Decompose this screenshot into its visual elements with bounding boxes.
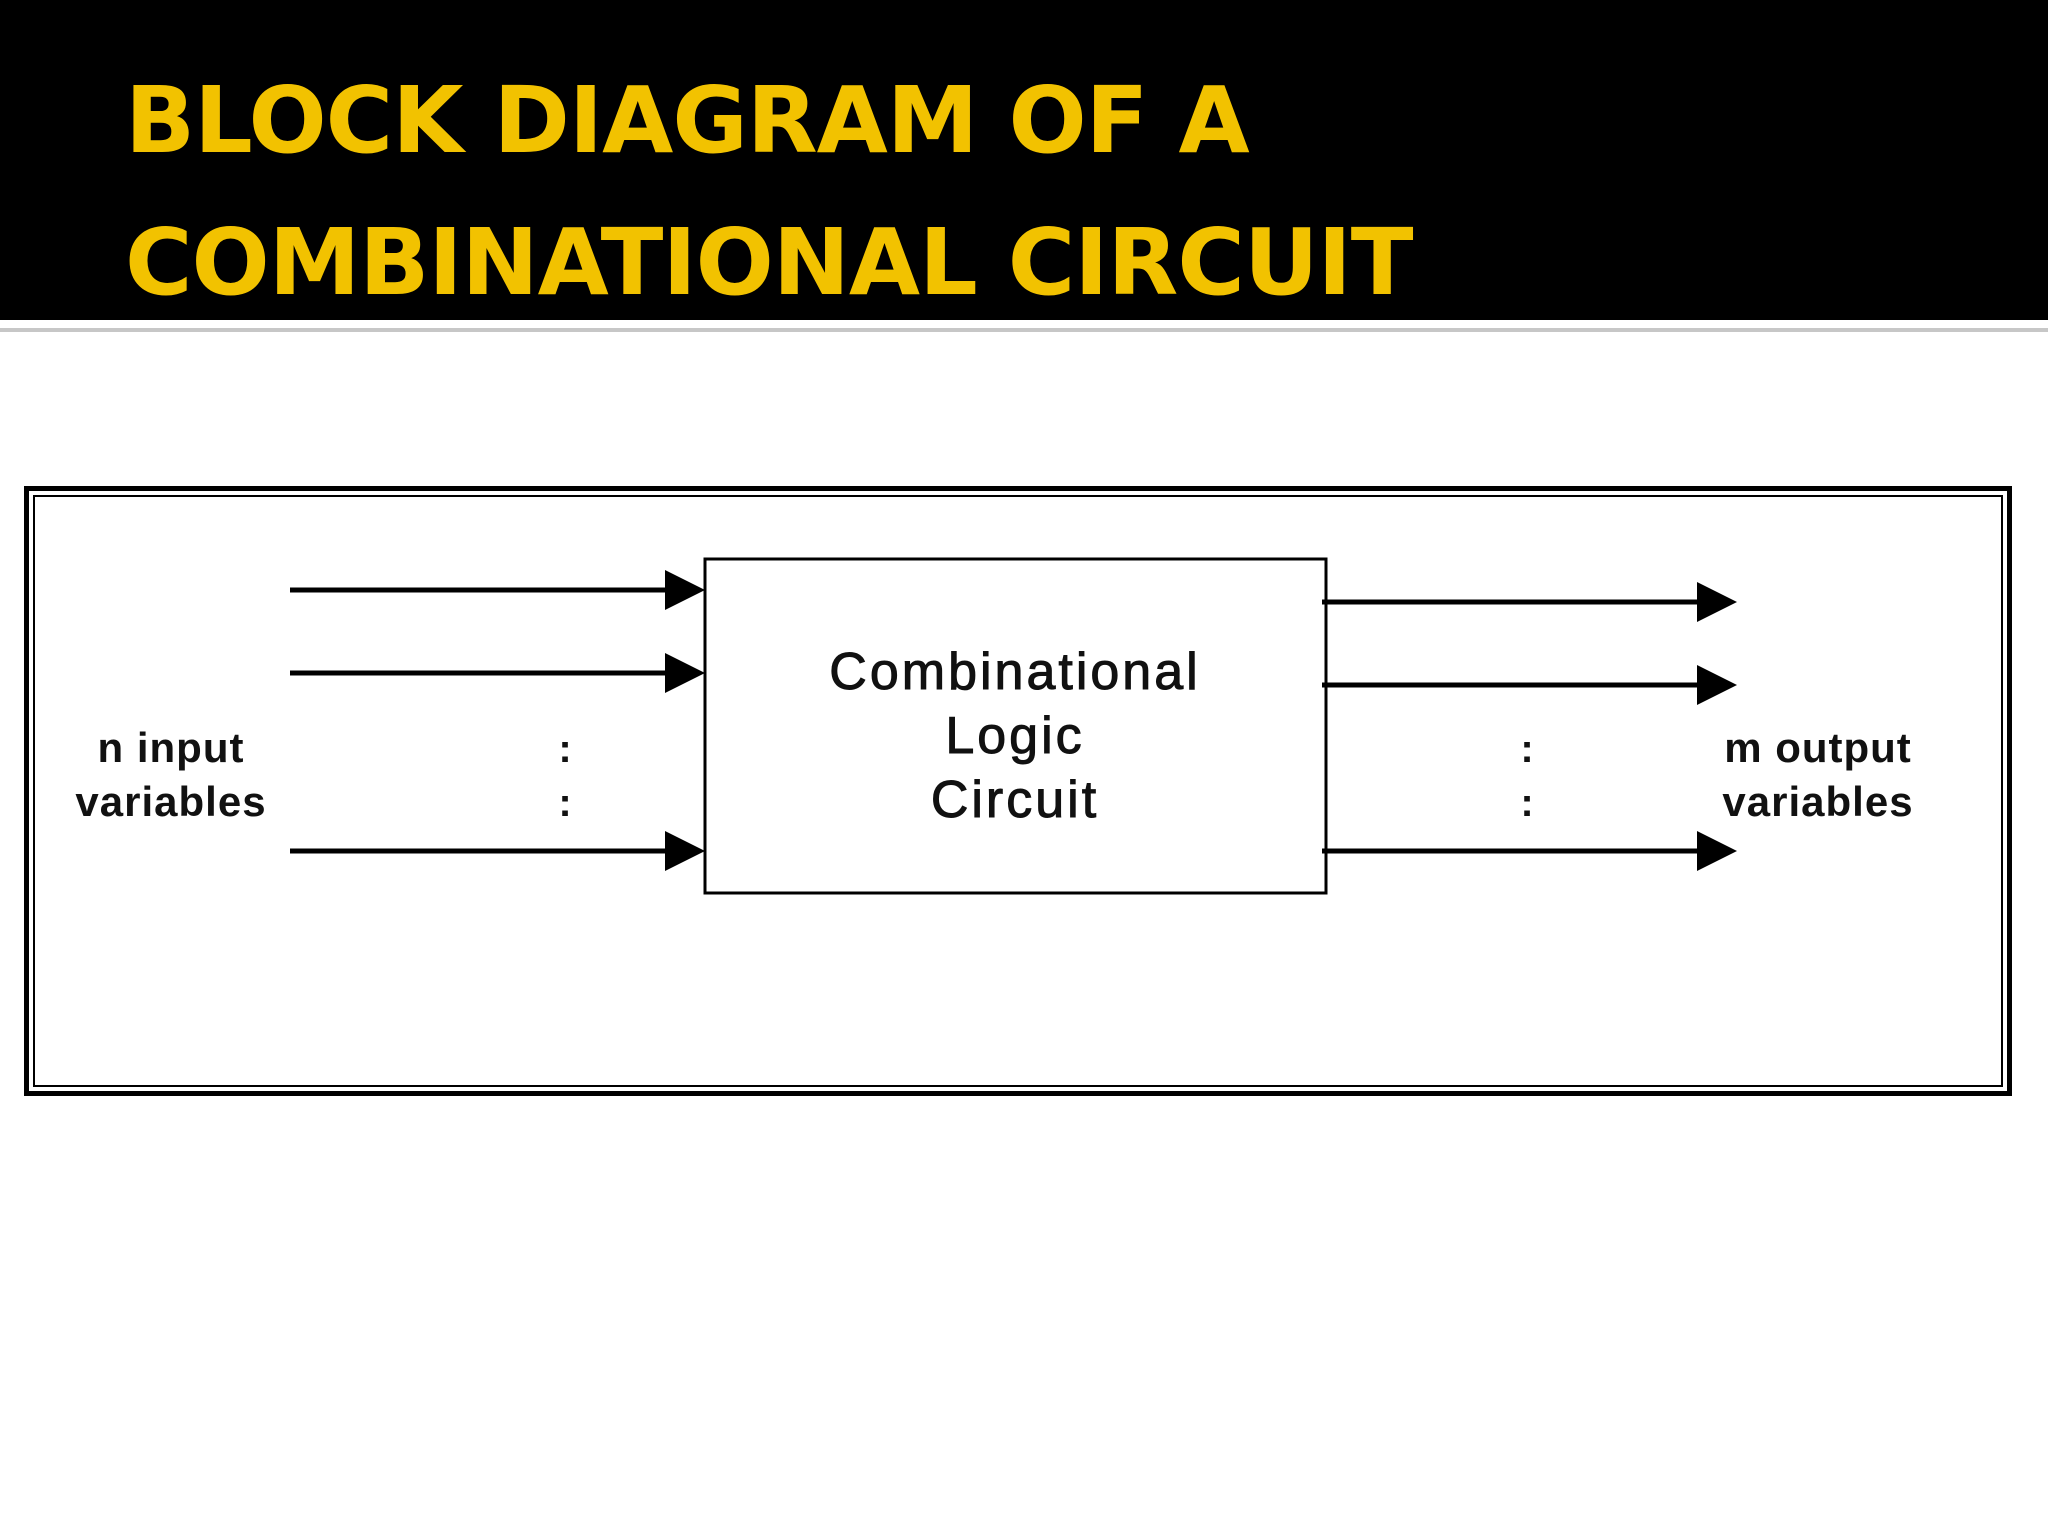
input-ellipsis-dot-1: : — [558, 727, 572, 771]
header-divider — [0, 328, 2048, 332]
output-ellipsis: : : — [1502, 722, 1552, 830]
block-label-line-1: Combinational — [829, 643, 1201, 702]
input-label-line-1: n input — [97, 724, 245, 771]
output-ellipsis-dot-1: : — [1520, 727, 1534, 771]
block-label-line-2: Logic — [945, 707, 1085, 766]
slide-header: BLOCK DIAGRAM OF A COMBINATIONAL CIRCUIT — [0, 0, 2048, 320]
slide-title: BLOCK DIAGRAM OF A COMBINATIONAL CIRCUIT — [125, 50, 1414, 334]
block-label-line-3: Circuit — [930, 771, 1100, 830]
input-ellipsis: : : — [540, 722, 590, 830]
input-variables-label: n input variables — [58, 721, 284, 829]
input-ellipsis-dot-2: : — [558, 781, 572, 825]
input-label-line-2: variables — [75, 778, 267, 825]
output-label-line-1: m output — [1724, 724, 1912, 771]
output-label-line-2: variables — [1722, 778, 1914, 825]
combinational-logic-label: Combinational Logic Circuit — [780, 640, 1250, 832]
slide-title-line-2: COMBINATIONAL CIRCUIT — [125, 209, 1414, 316]
output-variables-label: m output variables — [1688, 721, 1948, 829]
combinational-logic-block — [703, 557, 1328, 895]
output-ellipsis-dot-2: : — [1520, 781, 1534, 825]
slide-title-line-1: BLOCK DIAGRAM OF A — [125, 67, 1250, 174]
